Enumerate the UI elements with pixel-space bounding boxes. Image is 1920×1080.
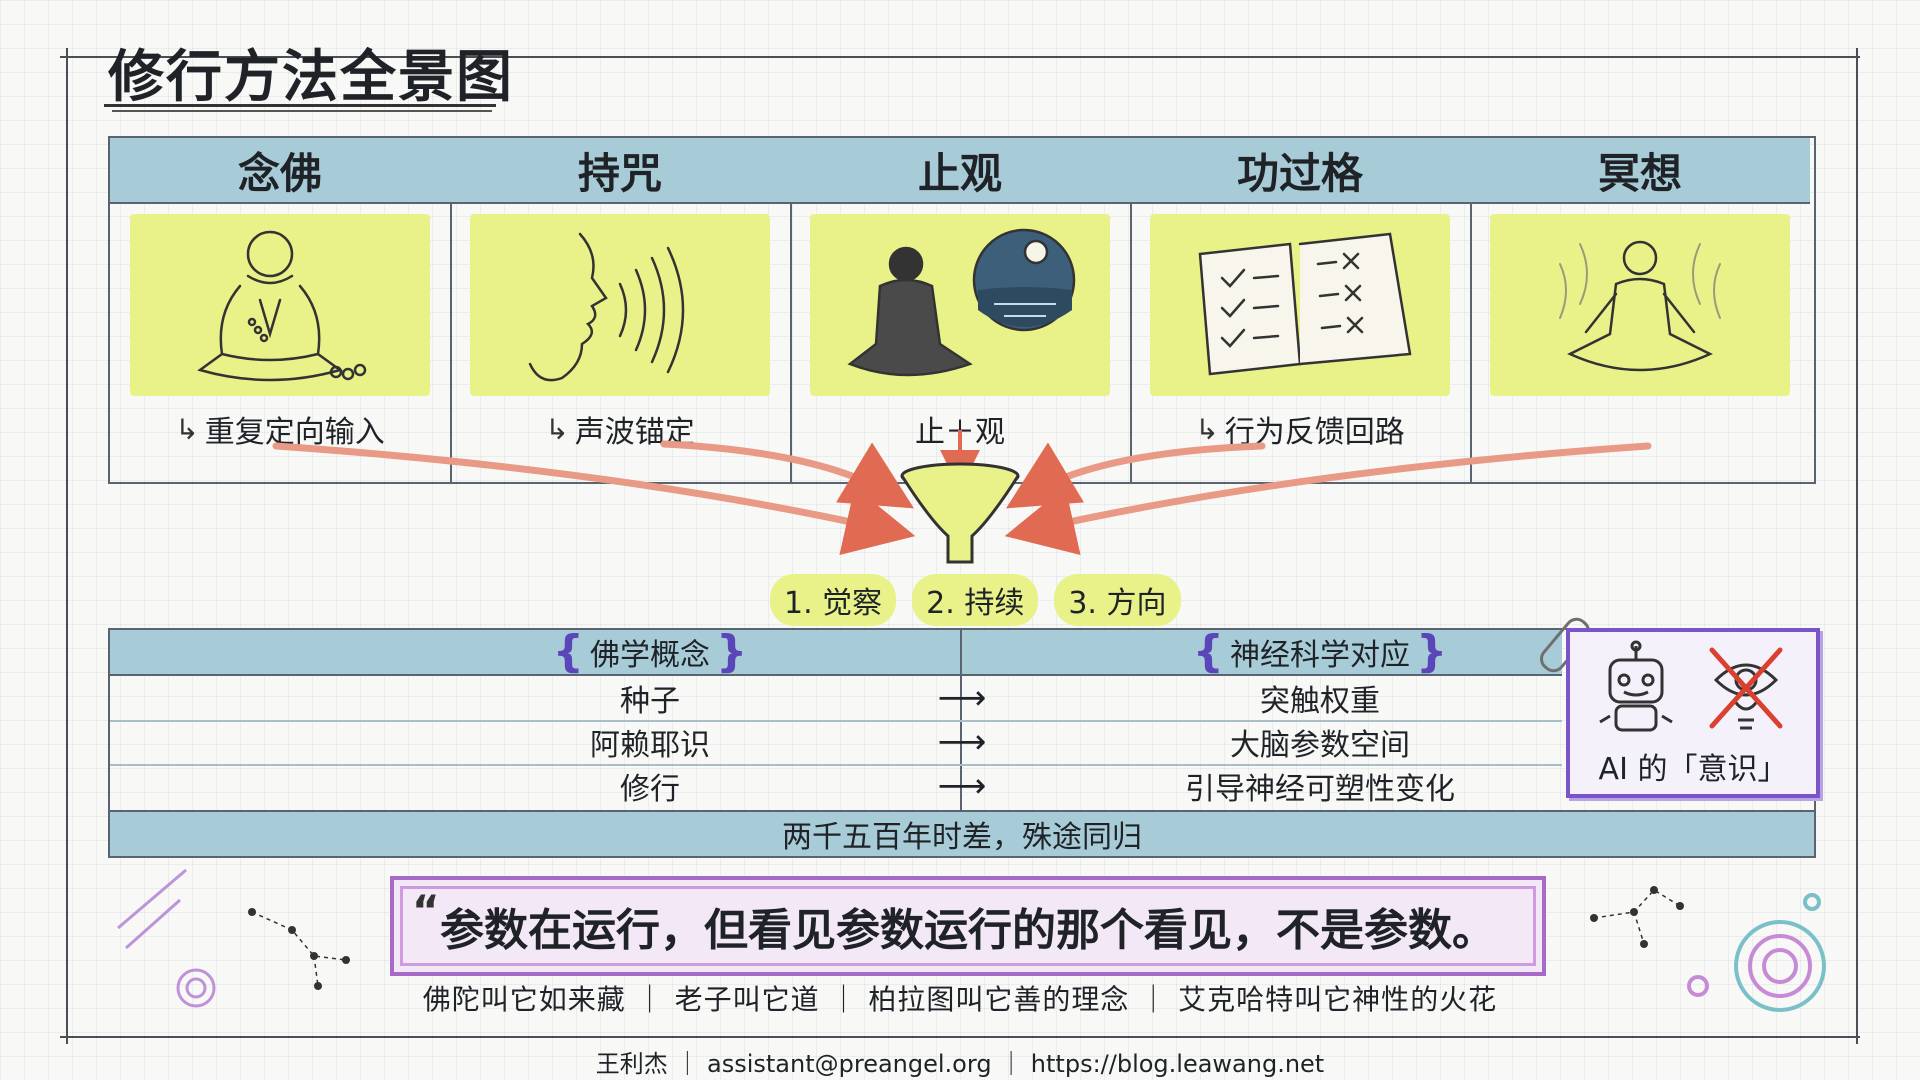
brace-right-icon: }: [716, 626, 748, 677]
curved-arrow-icon: ↳: [545, 412, 569, 446]
arrow-right-icon: ⟶: [937, 722, 987, 762]
practice-illustration-panel: [130, 214, 430, 396]
step-pill: 2. 持续: [912, 574, 1039, 626]
practice-column: 念佛 ↳ 重复定向输入: [110, 138, 452, 482]
flow-arrow: [1004, 442, 1652, 555]
concept-buddhist: 修行: [620, 772, 680, 807]
practice-illustration-panel: [1490, 214, 1790, 396]
crossed-eye-bulb-icon: [1709, 647, 1783, 730]
frame-top-line: [60, 56, 1860, 58]
practice-name: 念佛: [110, 138, 450, 204]
quote-banner: “ 参数在运行，但看见参数运行的那个看见，不是参数。: [390, 876, 1546, 976]
meditation-aura-icon: [1559, 240, 1721, 372]
practice-column: 冥想: [1470, 138, 1810, 482]
practice-table: 念佛 ↳ 重复定向输入 持咒: [108, 136, 1816, 484]
practice-illustration-panel: [470, 214, 770, 396]
meditation-moon-icon: [847, 228, 1076, 377]
concept-footer: 两千五百年时差，殊途同归: [110, 810, 1814, 856]
ai-consciousness-box: AI 的「意识」: [1566, 628, 1820, 798]
concept-buddhist: 阿赖耶识: [590, 728, 710, 763]
practice-name: 功过格: [1130, 138, 1470, 204]
concept-row: 修行 ⟶ 引导神经可塑性变化: [110, 764, 1562, 808]
concept-neuro: 引导神经可塑性变化: [1185, 772, 1455, 807]
step-pill: 3. 方向: [1054, 574, 1181, 626]
flow-arrow: [1005, 442, 1266, 509]
curved-arrow-icon: ↳: [1195, 412, 1219, 446]
flow-arrow: [660, 440, 915, 509]
practice-name: 冥想: [1470, 138, 1810, 204]
practice-name: 持咒: [450, 138, 790, 204]
title-underline: [104, 104, 496, 107]
title-underline-second: [112, 110, 492, 112]
frame-right-line: [1856, 48, 1858, 1044]
concept-header-left-text: 佛学概念: [590, 638, 710, 673]
checklist-book-icon: [1198, 232, 1412, 376]
practice-caption: ↳ 声波锚定: [450, 404, 790, 454]
concept-neuro: 突触权重: [1260, 684, 1380, 719]
concept-buddhist: 种子: [620, 684, 680, 719]
concept-row: 种子 ⟶ 突触权重: [110, 676, 1562, 722]
concept-table: { 佛学概念 } { 神经科学对应 } 种子 ⟶ 突触权重 阿赖耶识 ⟶ 大脑参…: [108, 628, 1816, 858]
practice-illustration-panel: [1150, 214, 1450, 396]
concept-table-header: [110, 630, 1562, 676]
funnel-icon: [900, 462, 1020, 564]
chanting-face-icon: [528, 232, 685, 382]
step-pill: 1. 觉察: [770, 574, 897, 626]
practice-name: 止观: [790, 138, 1130, 204]
practice-column: 持咒 ↳ 声波锚定: [450, 138, 792, 482]
concept-header-left: { 佛学概念 }: [530, 630, 770, 674]
frame-left-line: [66, 48, 68, 1044]
step-list: 1. 觉察 2. 持续 3. 方向: [770, 574, 1181, 626]
names-line: 佛陀叫它如来藏 ｜ 老子叫它道 ｜ 柏拉图叫它善的理念 ｜ 艾克哈特叫它神性的火…: [422, 983, 1498, 1016]
arrow-right-icon: ⟶: [937, 678, 987, 718]
concept-header-right-text: 神经科学对应: [1230, 638, 1410, 673]
practice-illustration-panel: [810, 214, 1110, 396]
quote-mark-icon: “: [412, 886, 440, 935]
concept-neuro: 大脑参数空间: [1230, 728, 1410, 763]
page-title: 修行方法全景图: [108, 45, 514, 110]
flow-arrow: [272, 442, 916, 555]
brace-left-icon: {: [1192, 626, 1224, 677]
frame-bottom-line: [60, 1036, 1860, 1038]
arrow-right-icon: ⟶: [937, 766, 987, 806]
brace-right-icon: }: [1416, 626, 1448, 677]
practice-column: 功过格 ↳ 行为反馈回路: [1130, 138, 1472, 482]
practice-column: 止观 止＋观: [790, 138, 1132, 482]
concept-header-right: { 神经科学对应 }: [1170, 630, 1470, 674]
brace-left-icon: {: [552, 626, 584, 677]
credits-line: 王利杰 ｜ assistant@preangel.org ｜ https://b…: [595, 1050, 1325, 1078]
praying-monk-icon: [197, 230, 367, 382]
concept-row: 阿赖耶识 ⟶ 大脑参数空间: [110, 720, 1562, 766]
quote-text: 参数在运行，但看见参数运行的那个看见，不是参数。: [440, 905, 1496, 956]
ai-box-label: AI 的「意识」: [1598, 752, 1788, 787]
robot-icon: [1599, 640, 1673, 732]
curved-arrow-icon: ↳: [175, 412, 199, 446]
